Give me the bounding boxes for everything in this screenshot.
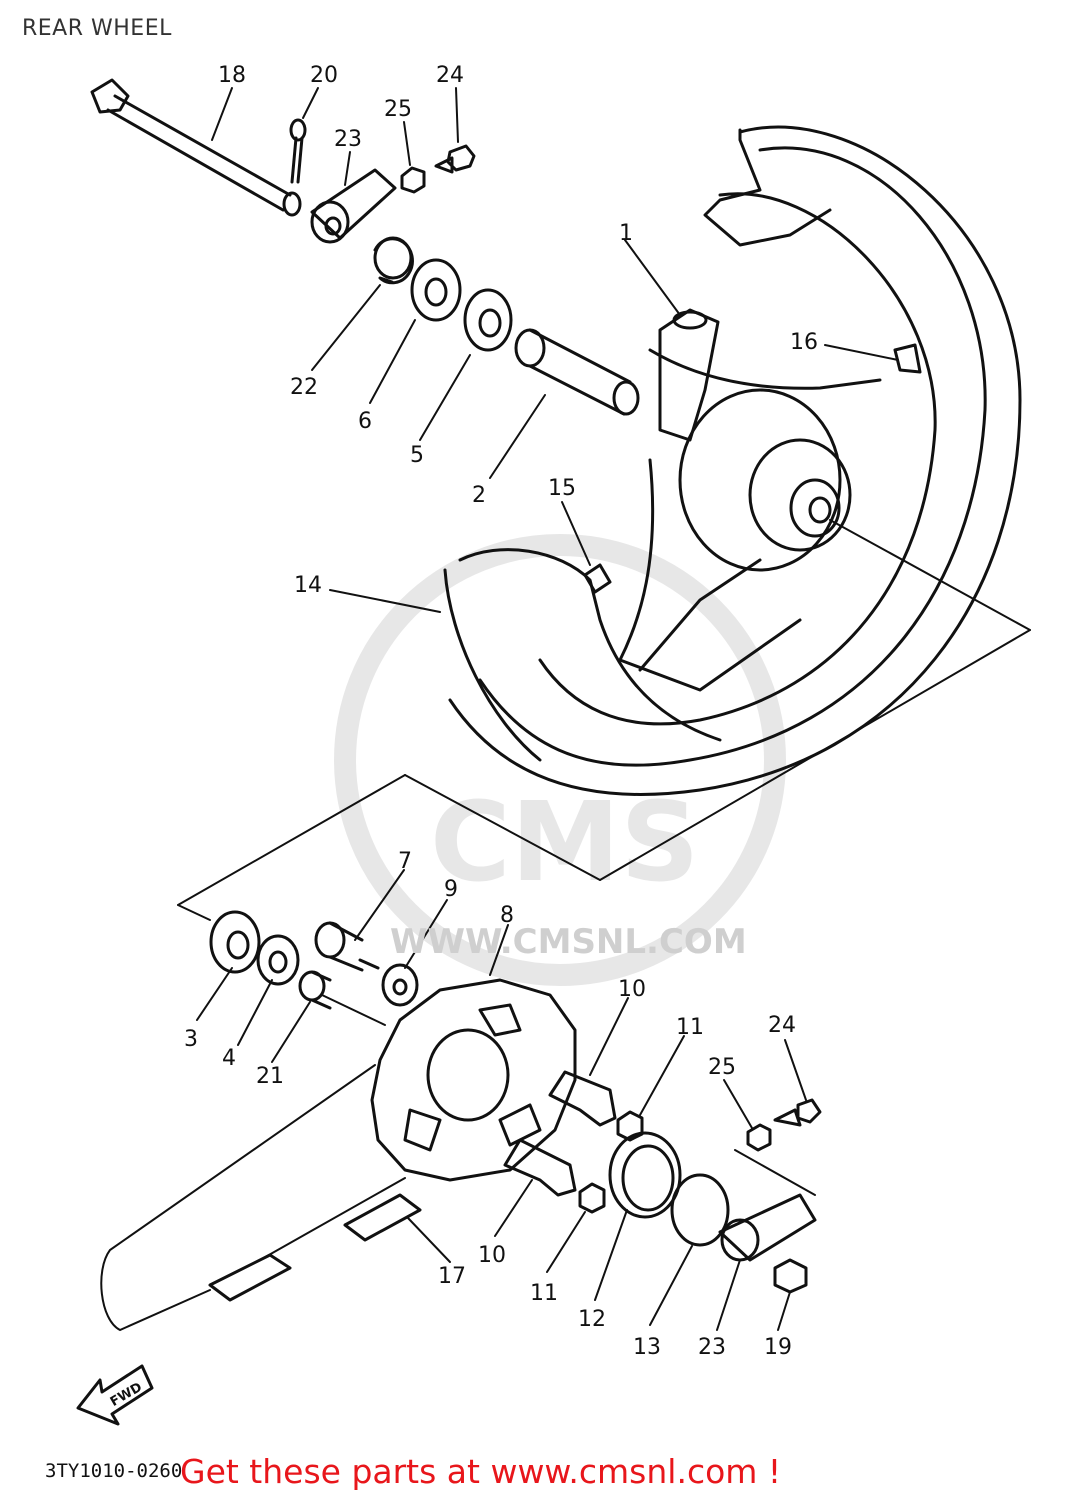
- assembly-outline: [177, 519, 1031, 1026]
- part-label-10-top: 10: [618, 977, 646, 1002]
- part-label-12: 12: [578, 1307, 606, 1332]
- part-label-25-bottom: 25: [708, 1055, 736, 1080]
- part-label-19: 19: [764, 1335, 792, 1360]
- drive-chain-part: [100, 1064, 422, 1332]
- sprocket-part: [370, 978, 577, 1182]
- promo-banner-link[interactable]: Get these parts at www.cmsnl.com !: [180, 1452, 782, 1491]
- part-label-16: 16: [790, 330, 818, 355]
- watermark-site-text: WWW.CMSNL.COM: [390, 922, 747, 962]
- part-label-7: 7: [398, 849, 412, 874]
- axle-part: [90, 78, 302, 217]
- chain-adjuster-lower: [718, 1098, 822, 1294]
- part-label-11-top: 11: [676, 1015, 704, 1040]
- drawing-code: 3TY1010-0260: [45, 1460, 183, 1482]
- part-label-23-top: 23: [334, 127, 362, 152]
- cms-watermark-logo: CMS: [334, 534, 786, 986]
- part-label-15: 15: [548, 476, 576, 501]
- part-label-24-bottom: 24: [768, 1013, 796, 1038]
- bearings-collar-lower: [209, 910, 419, 1010]
- part-label-11-bottom: 11: [530, 1281, 558, 1306]
- part-label-10-bottom: 10: [478, 1243, 506, 1268]
- part-label-4: 4: [222, 1046, 236, 1071]
- part-label-25-top: 25: [384, 97, 412, 122]
- part-label-18: 18: [218, 63, 246, 88]
- part-label-1: 1: [619, 221, 633, 246]
- part-label-2: 2: [472, 483, 486, 508]
- part-label-13: 13: [633, 1335, 661, 1360]
- bearings-spacer-top: [373, 236, 513, 352]
- part-label-21: 21: [256, 1064, 284, 1089]
- fwd-arrow-icon: FWD: [76, 1364, 154, 1426]
- watermark-brand: CMS: [430, 778, 699, 906]
- caliper-brackets: [503, 1070, 617, 1197]
- part-label-3: 3: [184, 1027, 198, 1052]
- chain-adjuster-top: [310, 168, 397, 244]
- part-label-22: 22: [290, 375, 318, 400]
- nut-bolt-top: [400, 144, 476, 194]
- part-label-17: 17: [438, 1264, 466, 1289]
- wheel-tire-part: [443, 125, 1022, 796]
- page-title: REAR WHEEL: [22, 16, 172, 41]
- part-label-6: 6: [358, 409, 372, 434]
- part-label-8: 8: [500, 903, 514, 928]
- part-label-23-bottom: 23: [698, 1335, 726, 1360]
- part-label-20: 20: [310, 63, 338, 88]
- part-label-14: 14: [294, 573, 322, 598]
- cotter-pin-part: [289, 118, 307, 184]
- part-label-5: 5: [410, 443, 424, 468]
- spacer-tube-part: [514, 328, 640, 416]
- part-label-24-top: 24: [436, 63, 464, 88]
- nuts-seal-clip: [578, 1110, 730, 1247]
- part-label-9: 9: [444, 877, 458, 902]
- leader-lines: [196, 87, 899, 1331]
- part-number-labels: 1 2 3 4 5 6 7 8 9 10 10 11 11 12 13 14 1…: [184, 63, 818, 1360]
